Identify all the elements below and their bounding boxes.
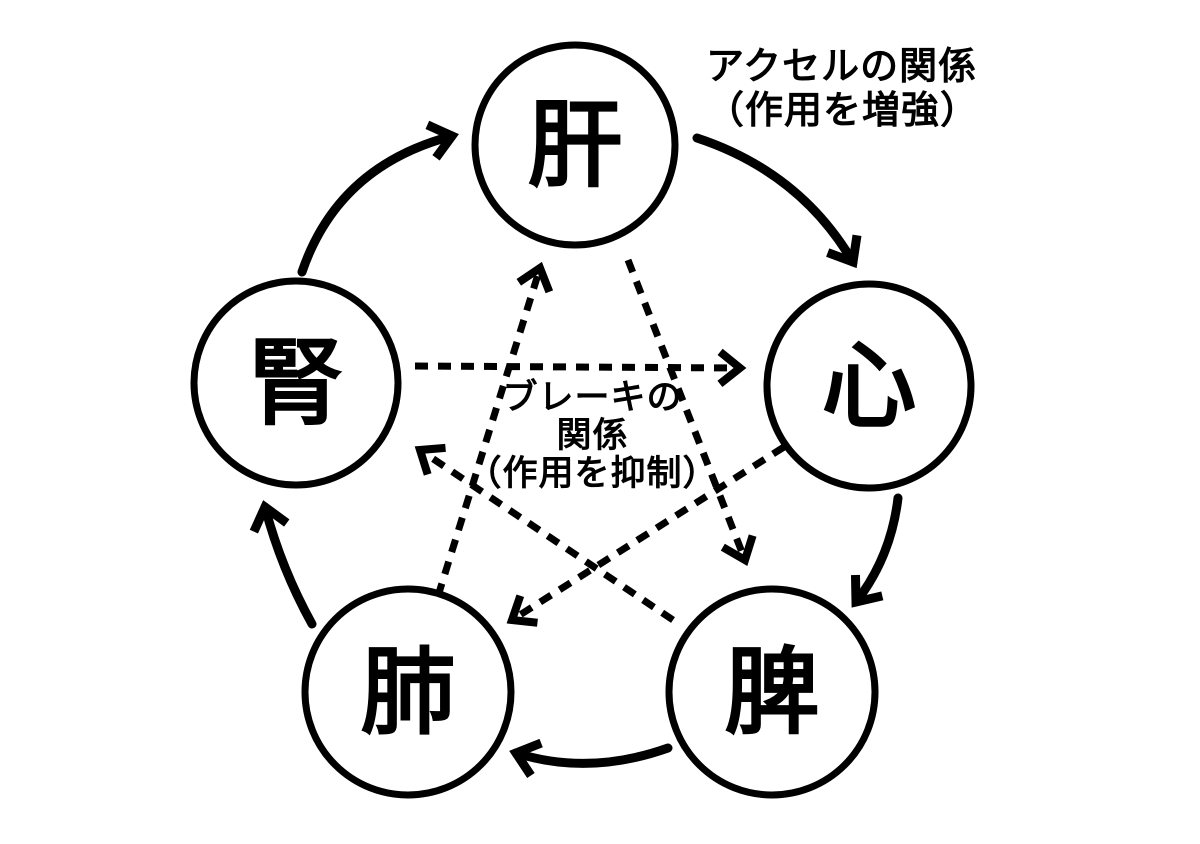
- organ-circle-heart: [763, 280, 975, 492]
- brake-label-line-1: ブレーキの: [502, 378, 683, 417]
- solid-arrow-group: [249, 120, 903, 779]
- organ-label-kidney: 腎: [248, 331, 343, 437]
- dashed-arrow-kidney-to-heart: [414, 348, 747, 388]
- organ-label-lung: 肺: [360, 640, 455, 746]
- organ-label-spleen: 脾: [724, 640, 819, 746]
- organ-circle-spleen: [665, 585, 879, 799]
- accelerator-label-line-2: （作用を増強）: [706, 90, 980, 132]
- organ-circle-group: 肝 心 脾 肺 腎: [190, 41, 975, 799]
- accelerator-label-line-1: アクセルの関係: [706, 46, 978, 88]
- organ-circle-kidney: [190, 277, 402, 489]
- solid-arrow-heart-to-spleen: [850, 493, 903, 608]
- dashed-arrow-spleen-to-kidney: [414, 443, 675, 623]
- solid-arrow-lung-to-kidney: [249, 500, 317, 629]
- solid-arrow-spleen-to-lung: [509, 738, 673, 779]
- organ-circle-liver: [471, 41, 679, 249]
- solid-arrow-kidney-to-liver: [297, 120, 459, 277]
- solid-arrow-liver-to-heart: [692, 133, 862, 269]
- accelerator-label: アクセルの関係 （作用を増強）: [706, 45, 979, 133]
- brake-label-line-2: 関係: [556, 416, 629, 455]
- brake-label-line-3: （作用を抑制）: [466, 454, 719, 493]
- organ-label-heart: 心: [821, 334, 916, 440]
- brake-label: ブレーキの 関係 （作用を抑制）: [420, 379, 765, 493]
- dashed-arrow-lung-to-liver: [434, 261, 554, 598]
- organ-circle-lung: [301, 585, 515, 799]
- dashed-arrow-group: [414, 258, 786, 627]
- organ-label-liver: 肝: [527, 93, 622, 199]
- dashed-arrow-liver-to-spleen: [624, 258, 757, 566]
- dashed-arrow-heart-to-lung: [506, 444, 786, 627]
